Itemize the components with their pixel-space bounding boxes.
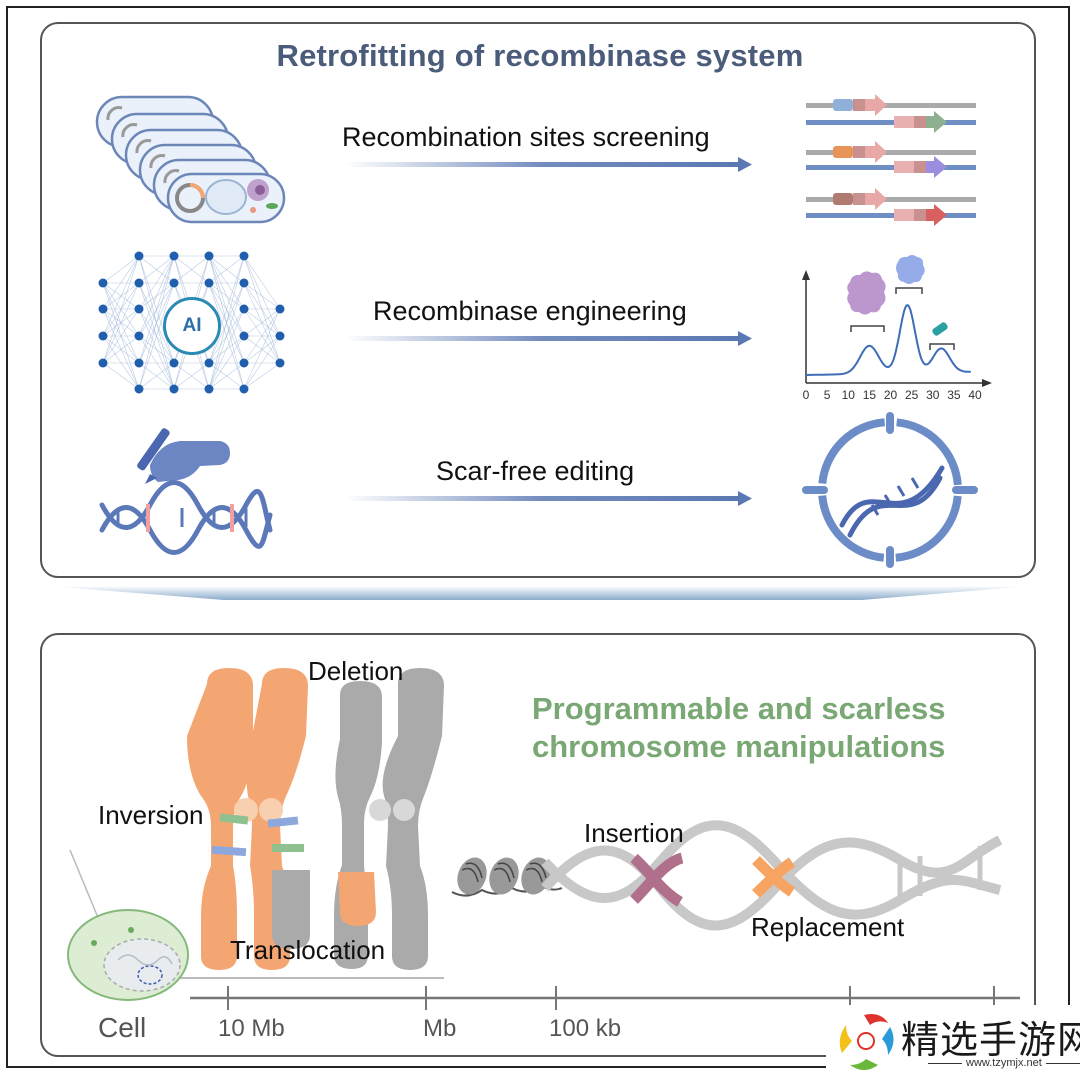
watermark-text: 精选手游网 [901, 1018, 1080, 1062]
watermark-url: www.tzymjx.net [924, 1057, 1080, 1069]
scale-tick-10mb: 10 Mb [218, 1015, 285, 1042]
recombination-site-constructs-icon [806, 94, 976, 226]
step-label-sites-screening: Recombination sites screening [342, 122, 710, 152]
network-node [239, 331, 249, 341]
network-node [169, 278, 179, 288]
network-node [134, 304, 144, 314]
chromatogram-x-tick: 30 [926, 388, 940, 402]
chromatogram-x-tick: 5 [824, 388, 831, 402]
network-node [204, 251, 214, 261]
dna-helix-icon [541, 820, 1003, 931]
step-arrow-3 [345, 491, 752, 506]
ai-badge: AI [163, 297, 221, 355]
network-node [204, 384, 214, 394]
step-arrow-2 [345, 331, 752, 346]
network-node [169, 358, 179, 368]
network-node [204, 358, 214, 368]
network-node [98, 331, 108, 341]
bacteria-stack-icon [95, 95, 286, 224]
network-node [275, 358, 285, 368]
hand-writing-dna-icon [99, 428, 273, 555]
step-label-scar-free-editing: Scar-free editing [436, 456, 635, 486]
network-node [98, 358, 108, 368]
bottom-title-line2: chromosome manipulations [532, 729, 946, 764]
network-node [98, 304, 108, 314]
nucleosomes-icon [451, 857, 563, 897]
network-node [134, 331, 144, 341]
dna-target-icon [802, 412, 978, 568]
network-node [239, 384, 249, 394]
network-node [275, 331, 285, 341]
neural-network-ai-icon [98, 251, 285, 394]
network-node [239, 251, 249, 261]
label-inversion: Inversion [98, 800, 204, 830]
chromatogram-x-tick: 35 [947, 388, 961, 402]
protein-medium-icon [896, 255, 925, 284]
bottom-panel-graphics [67, 668, 1020, 1010]
funnel-arrow [48, 586, 1030, 600]
network-node [275, 304, 285, 314]
bottom-panel-title: Programmable and scarless chromosome man… [532, 690, 946, 766]
network-node [134, 358, 144, 368]
scale-label-cell: Cell [98, 1012, 147, 1043]
watermark: 精选手游网 www.tzymjx.net [826, 1005, 1080, 1078]
protein-small-icon [932, 322, 948, 336]
chromosome-orange-pair [187, 668, 310, 970]
network-node [239, 278, 249, 288]
label-replacement: Replacement [751, 912, 905, 942]
network-node [204, 278, 214, 288]
scale-tick-mb: Mb [423, 1015, 457, 1042]
chromatogram-x-tick: 10 [842, 388, 856, 402]
chromatogram-x-tick: 15 [863, 388, 877, 402]
outer-frame [6, 6, 1070, 1068]
chromatogram-x-tick: 25 [905, 388, 919, 402]
network-node [134, 278, 144, 288]
chromatogram-x-tick: 20 [884, 388, 898, 402]
network-node [134, 251, 144, 261]
network-node [169, 384, 179, 394]
bottom-title-line1: Programmable and scarless [532, 691, 946, 726]
ai-badge-label: AI [182, 315, 202, 336]
scale-tick-100kb: 100 kb [549, 1015, 622, 1042]
network-node [134, 384, 144, 394]
watermark-logo-icon [839, 1014, 894, 1070]
network-node [239, 304, 249, 314]
label-translocation: Translocation [230, 935, 386, 965]
cell-icon [67, 849, 189, 1001]
protein-large-icon [847, 271, 886, 315]
chromosome-gray-pair [334, 668, 444, 970]
network-node [98, 278, 108, 288]
chromatogram-x-tick: 40 [968, 388, 982, 402]
network-node [239, 358, 249, 368]
chromatogram-x-tick: 0 [803, 388, 810, 402]
top-panel-title: Retrofitting of recombinase system [276, 38, 804, 73]
step-label-recombinase-engineering: Recombinase engineering [373, 296, 687, 326]
network-node [169, 251, 179, 261]
label-deletion: Deletion [308, 656, 404, 686]
label-insertion: Insertion [584, 818, 684, 848]
step-arrow-1 [345, 157, 752, 172]
